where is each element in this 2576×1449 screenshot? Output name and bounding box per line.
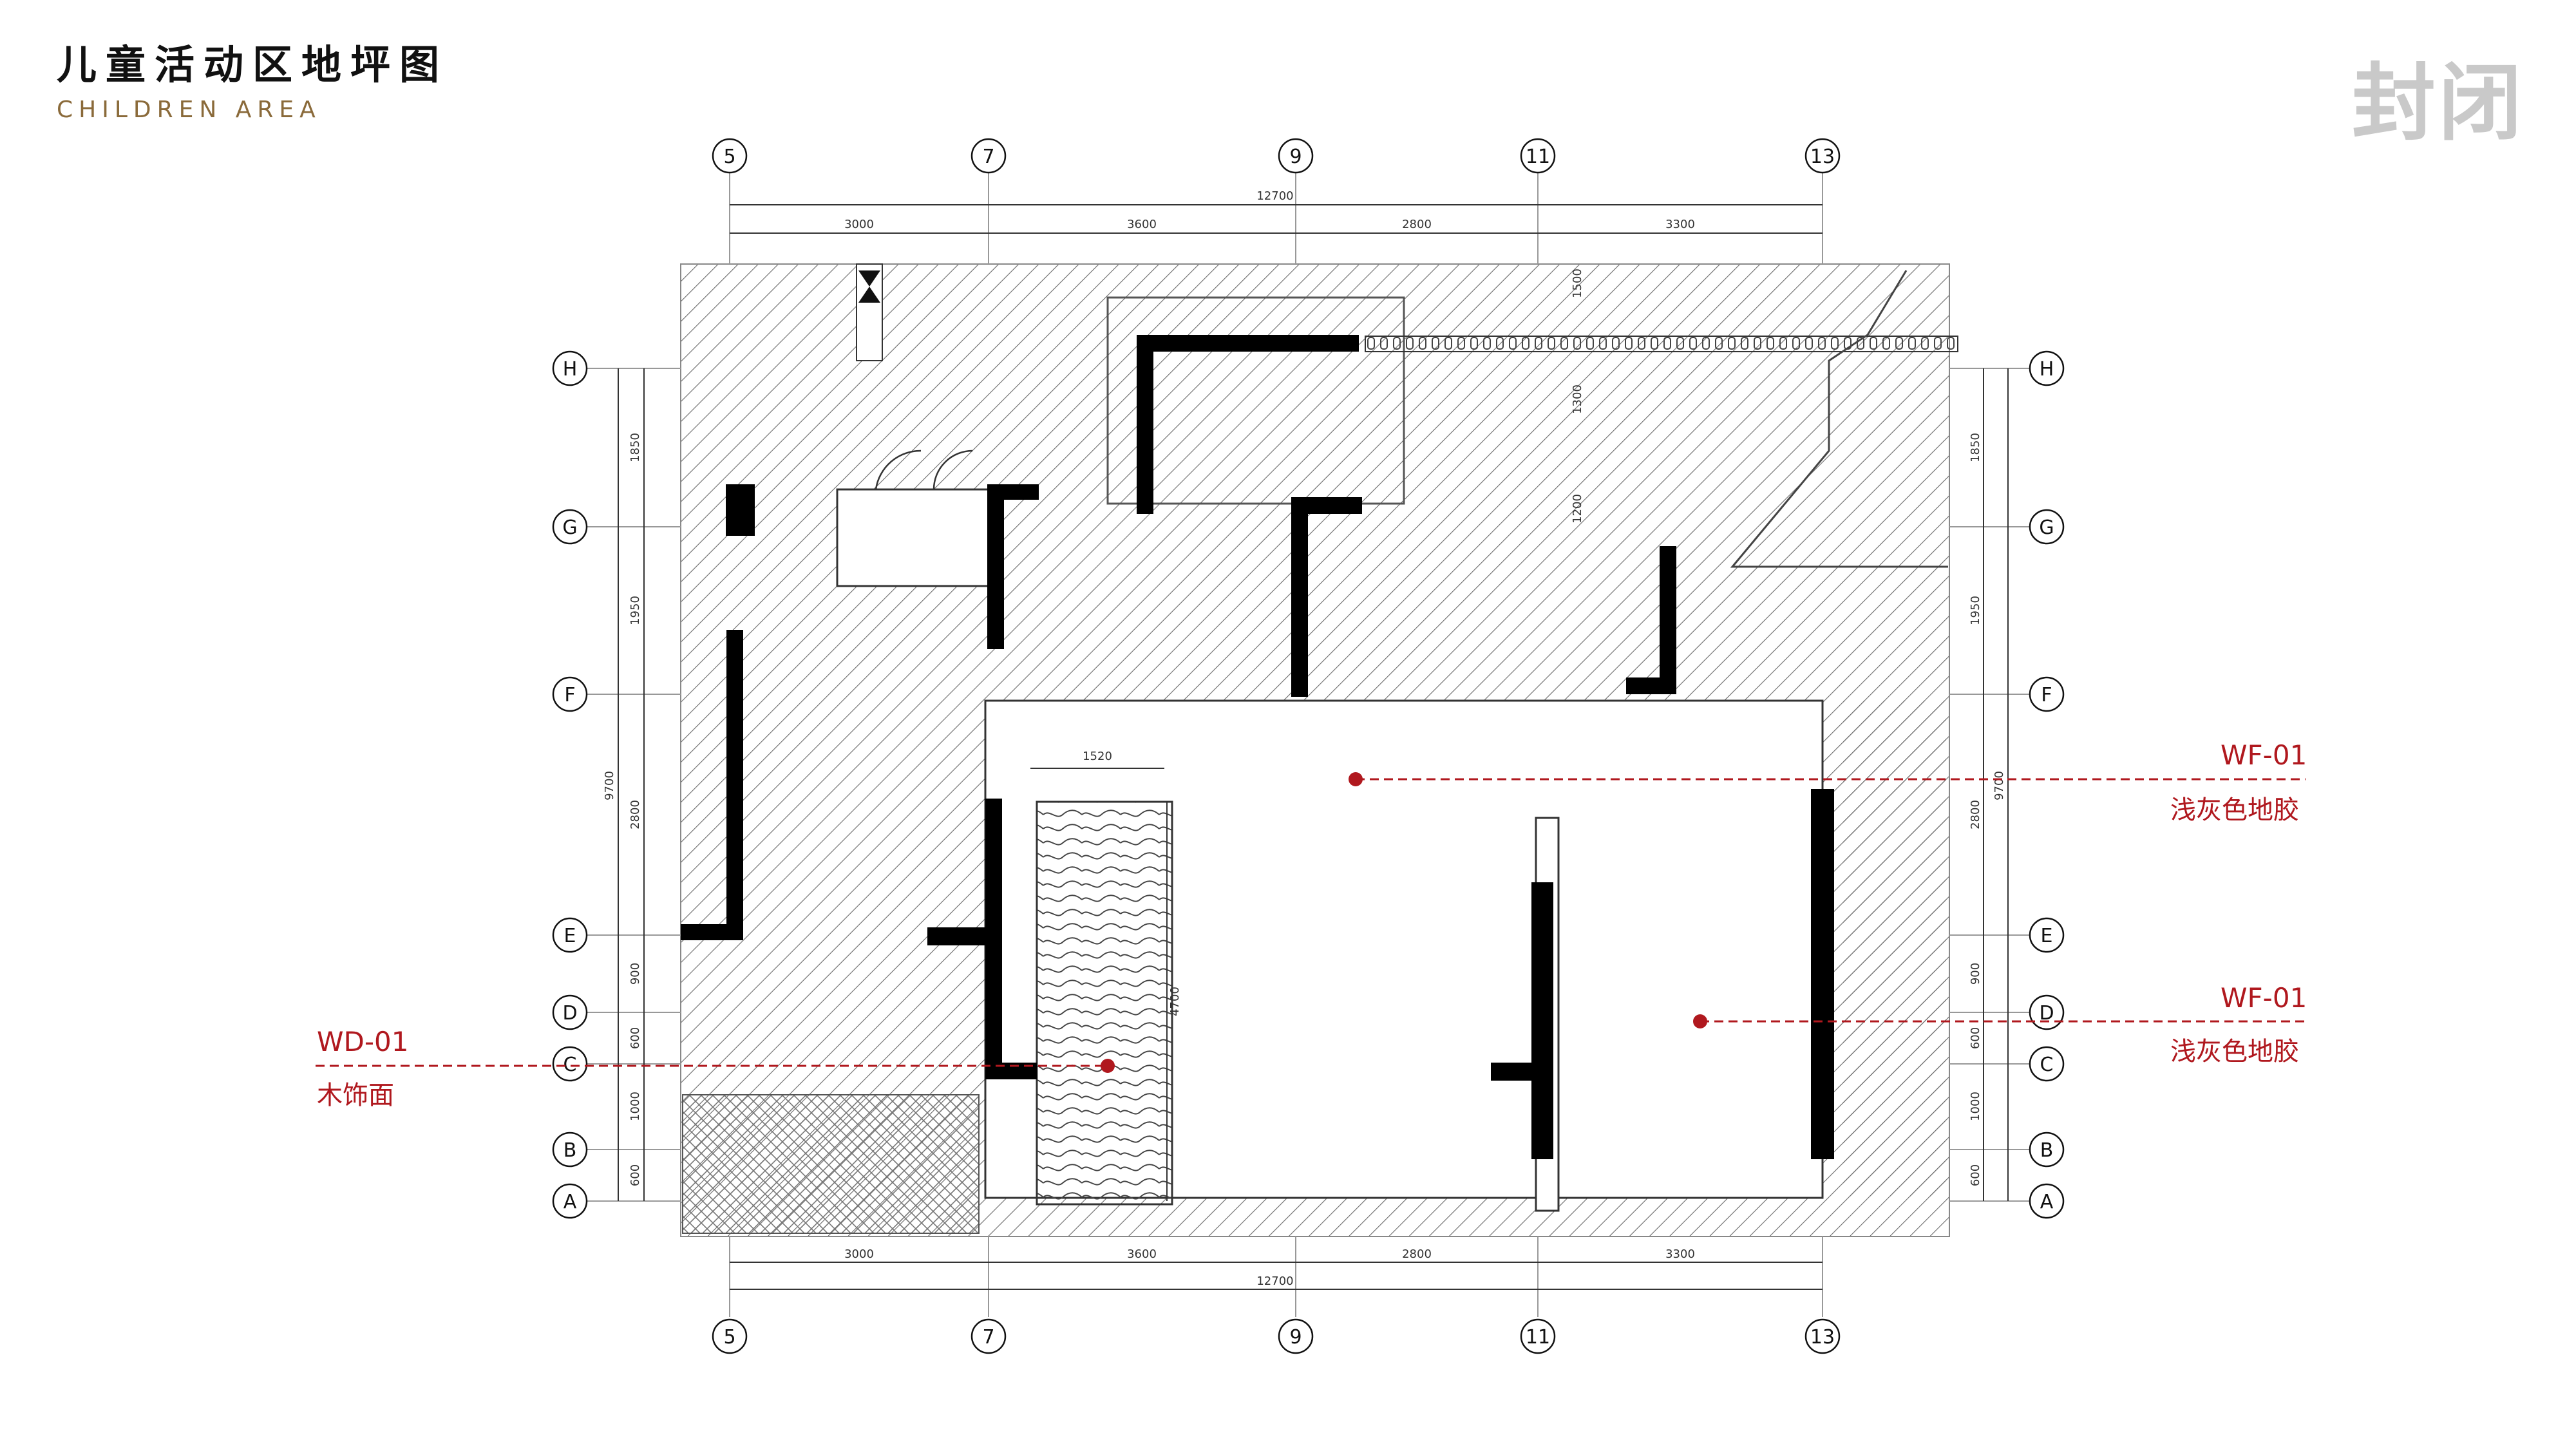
axis-row-label: G <box>2039 516 2054 539</box>
axis-row-label: H <box>563 358 578 381</box>
dim-total-top: 12700 <box>1256 189 1293 203</box>
right-angled-wall <box>1730 270 1948 568</box>
dim-row-left: 600 <box>629 1027 642 1049</box>
callout-name-wf01-b: 浅灰色地胶 <box>2170 1037 2299 1066</box>
callout-dot-wd01 <box>1101 1059 1115 1073</box>
dim-span-bottom: 3300 <box>1665 1247 1695 1261</box>
dim-row-left: 1950 <box>629 596 642 625</box>
axis-col-label: 5 <box>723 146 735 168</box>
axis-row-label: B <box>564 1139 577 1162</box>
callout-code-wf01-a: WF-01 <box>2221 739 2307 771</box>
callout-dot-wf01-b <box>1693 1014 1707 1028</box>
dim-span-top: 2800 <box>1402 218 1432 231</box>
wall-segment <box>1626 677 1676 694</box>
wall-segment <box>1137 335 1359 352</box>
axis-row-label: F <box>2041 684 2052 706</box>
dim-span-bottom: 3000 <box>844 1247 874 1261</box>
wall-segment <box>1811 789 1834 1159</box>
dim-row-left: 1850 <box>629 433 642 462</box>
axis-row-label: C <box>564 1054 577 1076</box>
wall-segment <box>726 630 743 939</box>
door-swing <box>875 450 973 490</box>
dim-inner-1300: 1300 <box>1571 384 1584 414</box>
dim-row-total-right: 9700 <box>1993 771 2006 800</box>
axis-row-label: D <box>2039 1002 2054 1025</box>
wood-veneer-panel <box>1036 800 1173 1206</box>
dim-row-left: 600 <box>629 1164 642 1186</box>
axis-col-label: 7 <box>982 1326 994 1349</box>
wall-segment <box>1137 335 1153 514</box>
dim-row-total-left: 9700 <box>603 771 616 800</box>
callout-name-wf01-a: 浅灰色地胶 <box>2170 795 2299 825</box>
dim-span-bottom: 3600 <box>1127 1247 1157 1261</box>
closed-stamp: 封闭 <box>2351 54 2524 152</box>
axis-col-label: 11 <box>1526 146 1550 168</box>
shaft-symbol <box>858 270 880 303</box>
axis-row-label: A <box>2040 1191 2054 1213</box>
wall-segment <box>987 484 1004 649</box>
axis-col-label: 13 <box>1810 146 1835 168</box>
callout-code-wd01: WD-01 <box>317 1026 409 1057</box>
dim-span-bottom: 2800 <box>1402 1247 1432 1261</box>
axis-col-label: 9 <box>1289 146 1302 168</box>
axis-col-label: 13 <box>1810 1326 1835 1349</box>
callout-name-wd01: 木饰面 <box>317 1081 394 1110</box>
dim-row-left: 1000 <box>629 1092 642 1121</box>
axis-row-label: H <box>2040 358 2054 381</box>
axis-col-label: 11 <box>1526 1326 1550 1349</box>
dim-row-right: 600 <box>1969 1164 1982 1186</box>
dim-inner-1520: 1520 <box>1083 750 1112 763</box>
wall-segment <box>927 927 989 945</box>
dim-span-top: 3600 <box>1127 218 1157 231</box>
dim-row-left: 900 <box>629 963 642 985</box>
axis-row-label: E <box>564 925 576 947</box>
wall-segment <box>726 484 755 536</box>
axis-row-label: A <box>564 1191 577 1213</box>
dim-total-bottom: 12700 <box>1256 1274 1293 1288</box>
dimension-lines <box>618 204 2009 1290</box>
axis-row-label: D <box>562 1002 577 1025</box>
wall-segment <box>681 924 743 940</box>
page-subtitle: CHILDREN AREA <box>57 97 321 123</box>
door-opening <box>836 488 993 587</box>
dim-row-right: 2800 <box>1969 800 1982 829</box>
page-title: 儿童活动区地坪图 <box>57 41 449 88</box>
gridlines <box>586 167 2038 1317</box>
axis-col-label: 7 <box>982 146 994 168</box>
axis-row-label: G <box>562 516 577 539</box>
axis-row-label: F <box>564 684 575 706</box>
axis-col-label: 5 <box>723 1326 735 1349</box>
axis-row-label: E <box>2041 925 2053 947</box>
callout-code-wf01-b: WF-01 <box>2221 982 2307 1014</box>
wall-segment <box>1660 546 1676 693</box>
dim-row-right: 1850 <box>1969 433 1982 462</box>
dim-inner-1200: 1200 <box>1571 494 1584 524</box>
corridor-fixture <box>1365 336 1958 352</box>
wall-segment <box>1491 1063 1536 1081</box>
dim-span-top: 3300 <box>1665 218 1695 231</box>
dim-span-top: 3000 <box>844 218 874 231</box>
dim-row-right: 1950 <box>1969 596 1982 625</box>
callout-dot-wf01-a <box>1349 772 1363 786</box>
corridor-line <box>1106 296 1405 505</box>
callout-leaders <box>316 778 2306 1067</box>
floor-area-right-strip <box>1843 701 1946 1197</box>
axis-col-label: 9 <box>1289 1326 1302 1349</box>
dim-inner-4700: 4700 <box>1168 987 1182 1016</box>
axis-row-label: C <box>2040 1054 2054 1076</box>
dim-row-left: 2800 <box>629 800 642 829</box>
wall-segment <box>1291 497 1308 697</box>
dim-inner-1500: 1500 <box>1571 269 1584 298</box>
cross-hatch-zone <box>682 1094 980 1234</box>
dim-row-right: 1000 <box>1969 1092 1982 1121</box>
walls <box>681 335 1834 1159</box>
wall-segment <box>1531 882 1553 1159</box>
dim-row-right: 600 <box>1969 1027 1982 1049</box>
dim-row-right: 900 <box>1969 963 1982 985</box>
axis-row-label: B <box>2040 1139 2054 1162</box>
